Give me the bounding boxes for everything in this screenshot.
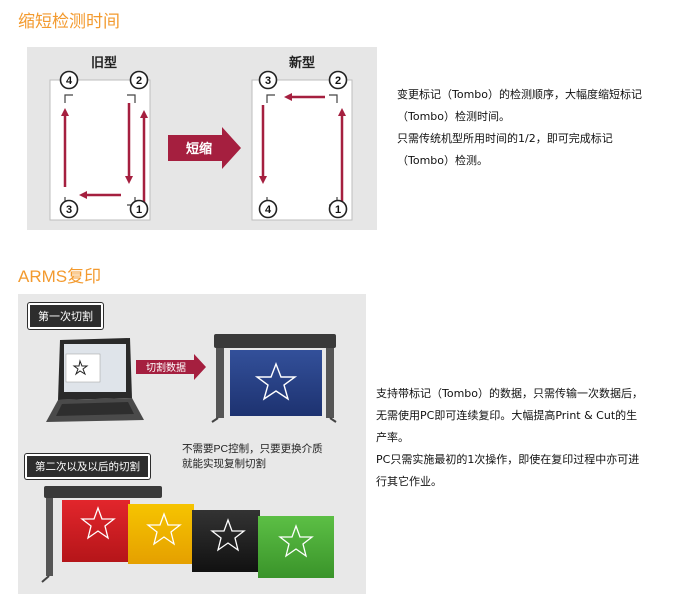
arms-desc-line-4: PC只需实施最初的1次操作，即使在复印过程中亦可进 (376, 453, 640, 466)
cut-data-arrow (136, 354, 206, 380)
shorten-arrow-label: 短缩 (186, 141, 212, 157)
first-cut-label: 第一次切割 (28, 303, 103, 329)
plotter-2 (41, 486, 162, 583)
arms-diagram: 切割数据 (41, 334, 337, 583)
new-sheet (251, 79, 353, 221)
replace-media-note-line-1: 不需要PC控制，只要更换介质 (182, 443, 323, 455)
later-cut-label: 第二次以及以后的切割 (25, 454, 150, 479)
old-marker-1: 1 (136, 204, 142, 216)
laptop-illustration (46, 338, 144, 422)
section-title-arms-copy: ARMS复印 (18, 267, 102, 286)
arms-desc-line-1: 支持带标记（Tombo）的数据，只需传输一次数据后， (376, 387, 644, 400)
cut-data-label: 切割数据 (146, 361, 186, 374)
media-black (192, 510, 260, 572)
new-marker-4: 4 (265, 204, 272, 216)
marker-circles (59, 70, 348, 219)
plotter-1 (211, 334, 337, 423)
shorten-arrow (168, 127, 241, 169)
arms-desc-line-2: 无需使用PC即可连续复印。大幅提高Print & Cut的生 (376, 409, 638, 422)
old-marker-3: 3 (66, 204, 72, 216)
detection-diagram-panel: 4 2 3 1 3 2 4 1 短缩 旧型 新型 (27, 47, 377, 230)
detection-diagram: 4 2 3 1 3 2 4 1 短缩 旧型 新型 (49, 55, 353, 221)
arms-diagram-panel: 切割数据 (18, 294, 366, 594)
arms-desc-line-5: 行其它作业。 (376, 475, 442, 488)
old-type-label: 旧型 (91, 55, 117, 71)
old-marker-2: 2 (136, 75, 142, 87)
new-marker-2: 2 (335, 75, 341, 87)
media-green (258, 516, 334, 578)
detection-desc-line-3: 只需传统机型所用时间的1/2，即可完成标记 (397, 132, 613, 145)
new-marker-3: 3 (265, 75, 271, 87)
detection-desc-line-1: 变更标记（Tombo）的检测顺序，大幅度缩短标记 (397, 88, 643, 101)
old-marker-4: 4 (66, 75, 73, 87)
replace-media-note-line-2: 就能实现复制切割 (182, 458, 266, 470)
arms-description: 支持带标记（Tombo）的数据，只需传输一次数据后， 无需使用PC即可连续复印。… (376, 383, 671, 493)
new-type-label: 新型 (289, 55, 315, 71)
replace-media-note: 不需要PC控制，只要更换介质 就能实现复制切割 (182, 442, 362, 472)
old-path-arrows (61, 103, 148, 205)
detection-description: 变更标记（Tombo）的检测顺序，大幅度缩短标记 （Tombo）检测时间。 只需… (397, 84, 667, 172)
detection-desc-line-4: （Tombo）检测。 (397, 154, 489, 167)
new-marker-1: 1 (335, 204, 341, 216)
section-title-short-detection: 缩短检测时间 (18, 12, 120, 31)
arms-desc-line-3: 产率。 (376, 431, 409, 444)
media-yellow (128, 504, 194, 564)
media-red (62, 500, 130, 562)
new-path-arrows (259, 93, 346, 205)
old-sheet (49, 79, 151, 221)
detection-desc-line-2: （Tombo）检测时间。 (397, 110, 511, 123)
